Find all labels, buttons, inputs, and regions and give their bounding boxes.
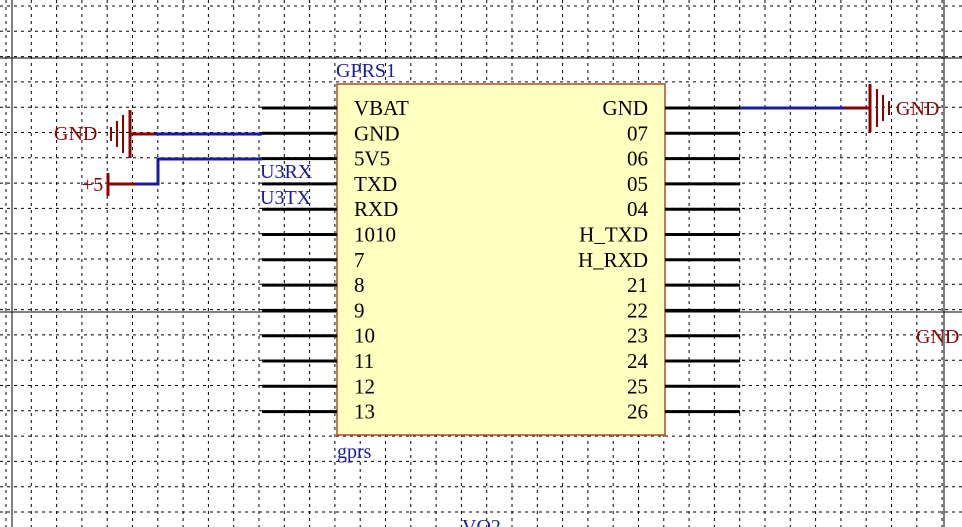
left-pin-label: 13 (354, 400, 375, 424)
right-pin-label: 21 (627, 273, 648, 297)
component-designator: GPRS1 (336, 60, 396, 82)
left-pin-label: 11 (354, 349, 374, 373)
right-pin-label: 22 (627, 298, 648, 322)
left-pin-label: 9 (354, 298, 365, 322)
right-pin-label: 23 (627, 324, 648, 348)
right-pin-label: 06 (627, 147, 648, 171)
right-pin-label: H_RXD (578, 248, 648, 272)
wire-plus5-to-5v5[interactable] (136, 157, 262, 186)
net-label-u3rx[interactable]: U3RX (260, 161, 313, 183)
gnd-power-port-left[interactable]: GND (54, 110, 155, 158)
right-pin-label: 26 (627, 400, 648, 424)
right-pin-label: 04 (627, 197, 649, 221)
left-pin-label: 10 (354, 324, 375, 348)
right-pin-label: 07 (627, 121, 648, 145)
left-pin-label: 1010 (354, 223, 396, 247)
left-pin-label: RXD (354, 197, 398, 221)
left-pin-label: TXD (354, 172, 397, 196)
plus5-label: +5 (82, 174, 103, 196)
component-comment: gprs (337, 441, 372, 463)
right-pin-label: H_TXD (579, 223, 648, 247)
right-pin-label: 05 (627, 172, 648, 196)
gprs-component-body[interactable] (336, 83, 666, 436)
left-pin-label: 7 (354, 248, 365, 272)
gnd-label-left: GND (54, 123, 97, 145)
plus5-power-port[interactable]: +5 (82, 173, 136, 196)
left-pin-label: VBAT (354, 96, 409, 120)
left-pin-label: 5V5 (354, 147, 390, 171)
right-pin-label: 24 (627, 349, 649, 373)
left-pin-label: 8 (354, 273, 365, 297)
partial-designator: VQ2 (462, 516, 501, 527)
net-label-u3tx[interactable]: U3TX (260, 187, 312, 209)
gnd-power-port-right[interactable]: GND (845, 84, 939, 132)
gnd-label-right: GND (896, 98, 939, 120)
left-pin-label: 12 (354, 374, 375, 398)
left-pin-label: GND (354, 121, 400, 145)
gnd-label-far-right: GND (916, 326, 959, 348)
right-pin-label: 25 (627, 374, 648, 398)
right-pin-label: GND (603, 96, 649, 120)
